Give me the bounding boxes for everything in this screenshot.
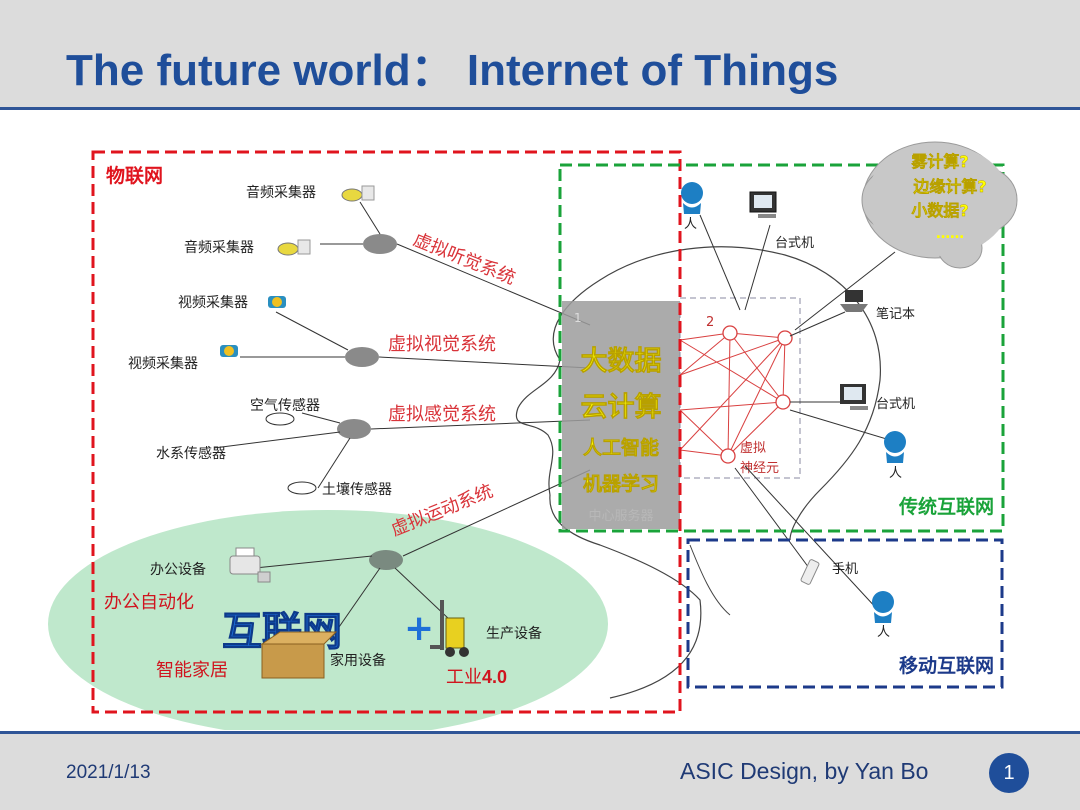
device-desktop-1: 台式机 [775,236,814,251]
header-rule [0,107,1080,110]
device-air-sensor: 空气传感器 [250,397,320,414]
hub-motion [369,550,403,570]
person-label: 人 [877,625,890,640]
office-automation-label: 办公自动化 [104,592,194,613]
neuron-nodes [720,325,793,464]
footer-bar [0,734,1080,810]
central-server-box [562,301,680,529]
central-server-label: 中心服务器 [588,508,653,524]
printer-icon [229,547,271,583]
device-audio-2: 音频采集器 [184,239,254,256]
camera-icon [268,296,286,308]
slide-date: 2021/1/13 [66,762,151,783]
phone-icon [800,559,820,585]
speaker-icon [277,239,311,256]
internet-plus-ellipse [48,510,608,730]
hub-sensing [337,419,371,439]
internet-links [699,214,896,611]
cloud-fill [866,144,1010,256]
person-icon [872,591,894,623]
system-hearing: 虚拟听觉系统 [410,229,518,289]
device-video-2: 视频采集器 [128,355,198,372]
industry-version: 4.0 [482,667,507,687]
device-water-sensor: 水系传感器 [156,445,226,462]
home-box-icon [260,631,338,679]
center-line-bigdata: 大数据 [581,346,662,377]
camera-icon [220,345,238,357]
device-home: 家用设备 [330,652,386,669]
neck-back [689,544,731,616]
device-soil-sensor: 土壤传感器 [322,481,392,498]
forklift-icon [430,600,469,657]
mobile-region-box [686,538,1004,689]
neuron-label-1: 虚拟 [740,441,766,456]
neural-links [679,332,786,457]
person-icon [681,182,703,214]
system-vision: 虚拟视觉系统 [388,334,496,355]
iot-label: 物联网 [106,164,163,187]
hub-hearing [363,234,397,254]
plus-sign: + [404,608,434,649]
device-audio-1: 音频采集器 [246,184,316,201]
slide-credit: ASIC Design, by Yan Bo [680,758,929,784]
slide-title: The future world： Internet of Things [66,46,839,95]
device-video-1: 视频采集器 [178,294,248,311]
desktop-icon [749,191,777,218]
industry-prefix: 工业 [446,667,482,688]
footer-rule [0,731,1080,734]
center-line-ai: 人工智能 [583,436,659,459]
neuron-label-2: 神经元 [740,461,779,476]
cloud-line-ellipsis: …… [936,226,964,242]
smart-home-label: 智能家居 [156,660,228,681]
node-number: 2 [706,315,714,330]
device-laptop: 笔记本 [876,306,915,322]
cloud-line-small: 小数据? [911,201,968,220]
iot-diagram: 1 大数据 云计算 人工智能 机器学习 中心服务器 2 虚拟 神经元 物联网 传… [48,141,1018,730]
person-label: 人 [684,217,697,232]
iot-region-box [91,150,682,714]
person-label: 人 [889,466,902,481]
device-phone: 手机 [832,562,858,577]
cloud-line-edge: 边缘计算? [912,177,986,196]
internet-label: 传统互联网 [898,495,994,518]
laptop-icon [840,290,868,312]
device-office: 办公设备 [150,561,206,578]
person-icon [884,431,906,463]
center-line-cloud: 云计算 [581,391,662,423]
server-number: 1 [574,311,582,325]
sensor-soil-node [287,481,317,495]
sensor-air-node [265,412,295,426]
device-production: 生产设备 [486,625,542,642]
hub-vision [345,347,379,367]
desktop-icon [840,384,868,410]
device-desktop-2: 台式机 [876,397,915,412]
center-line-ml: 机器学习 [583,472,659,495]
page-number-badge: 1 [989,753,1029,793]
header-bar [0,0,1080,107]
speaker-icon [341,185,375,202]
system-sensing: 虚拟感觉系统 [388,404,496,425]
cloud-line-fog: 雾计算? [910,152,968,171]
internet-region-box [558,163,1005,533]
neural-net-box [679,297,801,479]
industry-label: 工业4.0 [446,667,507,688]
mobile-label: 移动互联网 [899,654,994,677]
device-links [213,201,591,641]
